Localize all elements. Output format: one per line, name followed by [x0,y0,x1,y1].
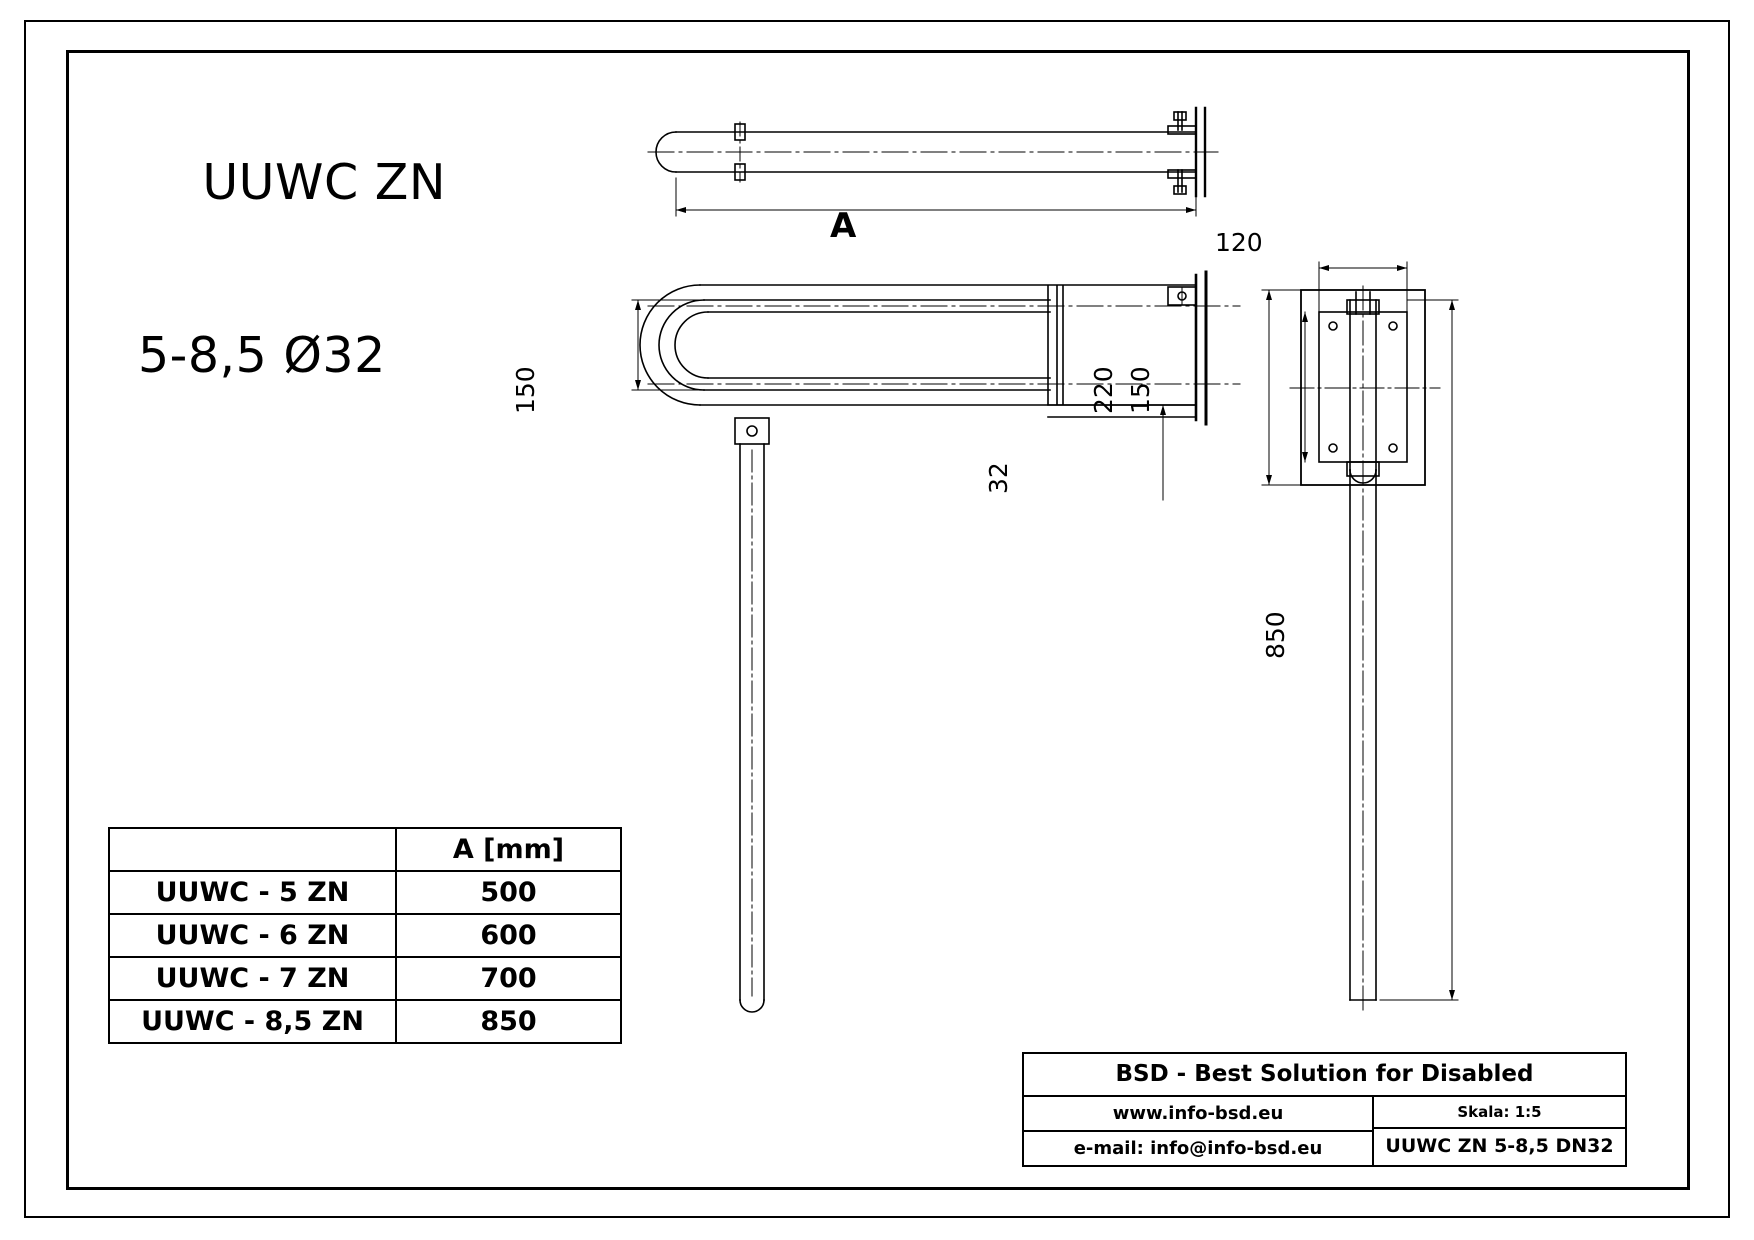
table-cell-length-a: 500 [395,870,622,915]
sheet-outer-border [24,20,1730,1218]
title-block: BSD - Best Solution for Disabled www.inf… [1022,1052,1627,1167]
page-title: UUWC ZN 5-8,5 Ø32 [138,96,446,501]
company-name: BSD - Best Solution for Disabled [1024,1054,1625,1097]
dimension-label-plate-height-220: 220 [1089,366,1118,414]
title-block-contact-column: www.info-bsd.eu e-mail: info@info-bsd.eu [1024,1097,1374,1165]
table-cell-product-name: UUWC - 6 ZN [108,913,397,958]
title-block-meta-column: Skala: 1:5 UUWC ZN 5-8,5 DN32 [1374,1097,1625,1165]
table-header-row: A [mm] [108,827,622,872]
table-cell-length-a: 600 [395,913,622,958]
dimension-label-plate-width-120: 120 [1215,228,1263,257]
table-cell-product-name: UUWC - 7 ZN [108,956,397,1001]
dimension-label-length-A: A [830,206,857,246]
table-cell-product-name: UUWC - 5 ZN [108,870,397,915]
table-cell-length-a: 850 [395,999,622,1044]
page-title-line-1: UUWC ZN [202,153,447,211]
table-header-value: A [mm] [395,827,622,872]
drawing-number: UUWC ZN 5-8,5 DN32 [1385,1135,1614,1157]
table-cell-product-name: UUWC - 8,5 ZN [108,999,397,1044]
drawing-scale: Skala: 1:5 [1374,1097,1625,1129]
table-cell-length-a: 700 [395,956,622,1001]
title-block-rows: www.info-bsd.eu e-mail: info@info-bsd.eu… [1024,1097,1625,1165]
company-website[interactable]: www.info-bsd.eu [1024,1097,1372,1132]
company-email[interactable]: e-mail: info@info-bsd.eu [1073,1138,1323,1159]
dimension-label-tube-dia-32: 32 [984,462,1013,494]
table-header-name [108,827,397,872]
dimension-label-bracket-150: 150 [1126,366,1155,414]
sheet-inner-border [66,50,1690,1190]
dimension-label-width-150: 150 [511,366,540,414]
page-title-line-2: 5-8,5 Ø32 [138,327,386,385]
dimension-label-leg-height-850: 850 [1261,611,1290,659]
